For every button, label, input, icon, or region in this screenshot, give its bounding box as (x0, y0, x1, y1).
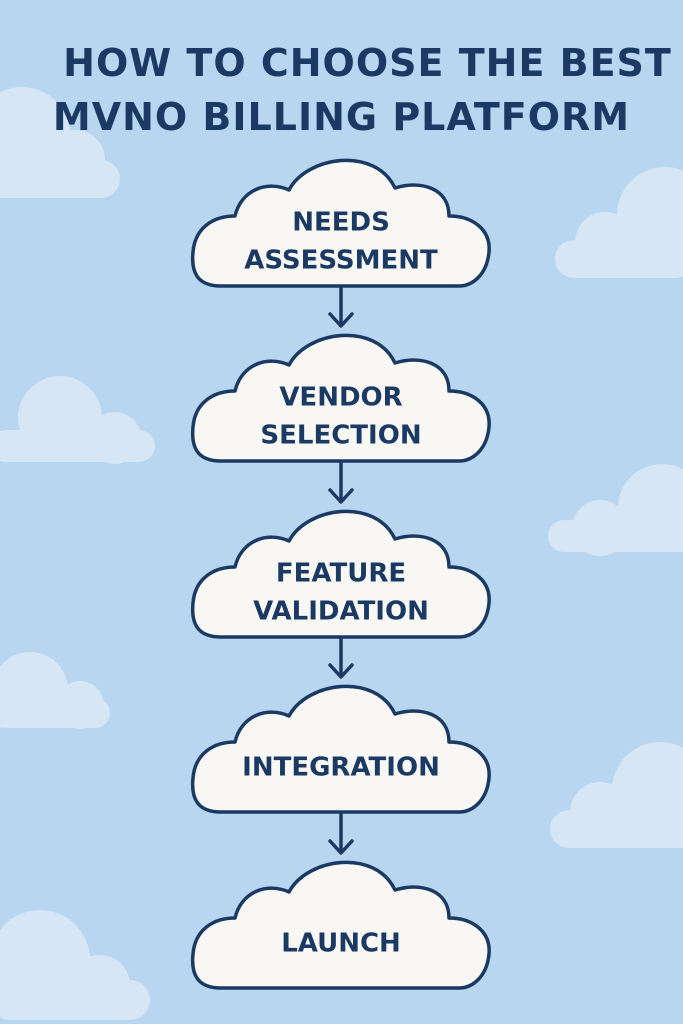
cloud-shape (190, 509, 491, 639)
connector-arrow (328, 461, 354, 504)
cloud-shape (190, 158, 491, 288)
step-cloud: INTEGRATION (190, 684, 491, 814)
cloud-shape (190, 860, 491, 990)
step-label: NEEDS (292, 208, 390, 238)
step-label: VALIDATION (253, 597, 429, 627)
step-label: SELECTION (260, 421, 421, 451)
diagram-title-line-1: HOW TO CHOOSE THE BEST (63, 41, 672, 85)
step-label: INTEGRATION (242, 753, 440, 783)
step-cloud: FEATURE VALIDATION (190, 509, 491, 639)
step-cloud: NEEDS ASSESSMENT (190, 158, 491, 288)
step-cloud: LAUNCH (190, 860, 491, 990)
connector-arrow (328, 812, 354, 855)
connector-arrow (328, 637, 354, 679)
step-label: LAUNCH (281, 929, 401, 959)
connector-arrow (328, 286, 354, 328)
step-label: ASSESSMENT (244, 246, 438, 276)
cloud-shape (190, 333, 491, 463)
background-cloud (548, 464, 683, 556)
background-cloud (550, 742, 683, 848)
background-cloud (0, 376, 155, 464)
step-label: FEATURE (276, 559, 406, 589)
diagram-title-line-2: MVNO BILLING PLATFORM (52, 95, 631, 139)
background-cloud (0, 87, 120, 198)
background-cloud (0, 652, 110, 729)
background-cloud (555, 167, 683, 278)
background-cloud (0, 910, 150, 1020)
step-label: VENDOR (279, 383, 402, 413)
step-cloud: VENDOR SELECTION (190, 333, 491, 463)
cloud-shape (190, 684, 491, 814)
